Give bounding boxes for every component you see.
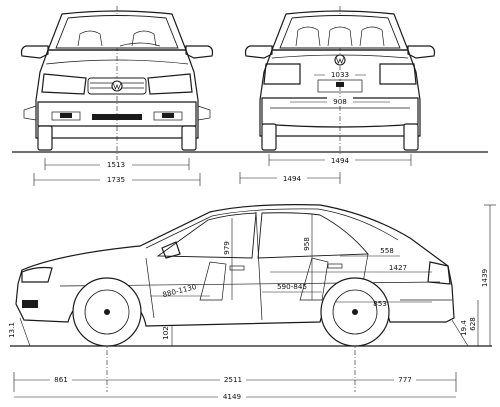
rear-rim — [332, 289, 378, 335]
dim-label-bg — [277, 174, 307, 183]
dim-label-1494-lower: 1494 — [283, 174, 302, 183]
dim-label-bg — [394, 375, 416, 384]
dim-label-bg — [220, 375, 246, 384]
rear-headrest-center — [327, 26, 353, 47]
side-headlight — [21, 266, 53, 283]
front-roof-outline — [47, 10, 187, 51]
dim-label-1735: 1735 — [107, 175, 125, 184]
left-mirror — [20, 45, 49, 59]
rear-right-mirror — [407, 45, 436, 59]
hood-crease — [45, 59, 189, 65]
rear-vw-logo — [334, 54, 346, 66]
front-door-leading-edge — [145, 257, 155, 319]
rear-hub — [352, 309, 358, 315]
rear-vw-logo-mark — [335, 56, 345, 64]
dim-label-1494-upper: 1494 — [331, 156, 350, 165]
rear-headrest-right — [359, 26, 385, 47]
fog-light-left — [51, 111, 81, 121]
rear-roof-outline — [271, 10, 409, 51]
dim-label-2511: 2511 — [224, 375, 242, 384]
dim-label-bg — [50, 375, 72, 384]
intake-left — [60, 113, 72, 118]
side-tail-light — [427, 261, 451, 285]
front-body — [35, 49, 199, 139]
windshield — [55, 15, 179, 49]
dim-label-bg — [325, 156, 355, 165]
rear-tire-right — [403, 123, 419, 151]
dim-label-bg — [325, 70, 355, 79]
dim-label-bg — [100, 160, 132, 169]
dim-label-777: 777 — [398, 375, 412, 384]
rear-window — [279, 15, 401, 49]
right-wheel-arch — [197, 105, 211, 121]
dim-label-558: 558 — [380, 246, 394, 255]
dim-label-979: 979 — [222, 241, 231, 255]
right-mirror — [185, 45, 214, 59]
side-mirror — [161, 241, 181, 259]
dim-line-13-1 — [19, 317, 31, 347]
rear-badge — [336, 82, 344, 87]
rear-body — [259, 49, 421, 137]
rear-side-window — [257, 212, 369, 259]
dim-label-bg — [327, 97, 353, 106]
front-bumper — [37, 101, 197, 127]
dim-label-958: 958 — [302, 237, 311, 251]
dim-label-908: 908 — [333, 97, 347, 106]
front-hub — [104, 309, 110, 315]
license-plate — [317, 79, 363, 93]
left-wheel-arch — [23, 105, 37, 121]
dim-label-102: 102 — [161, 326, 170, 340]
left-headlight — [41, 73, 87, 95]
dim-label-853: 853 — [373, 299, 387, 308]
right-tail-light — [379, 63, 417, 85]
intake-right — [162, 113, 174, 118]
dim-label-1513: 1513 — [107, 160, 125, 169]
dim-label-bg — [218, 392, 246, 401]
dim-label-1439: 1439 — [480, 268, 489, 287]
dim-line-19-4 — [451, 319, 469, 347]
front-tire-left — [37, 125, 53, 151]
dim-label-bg — [100, 175, 132, 184]
rear-left-mirror — [244, 45, 273, 59]
side-view: 979 958 558 1427 880-1130 590-845 853 10… — [7, 204, 496, 401]
front-side-intake — [22, 300, 38, 308]
rear-seat-side — [299, 257, 329, 301]
dim-label-1427: 1427 — [389, 263, 407, 272]
right-headlight — [147, 73, 193, 95]
dim-label-861: 861 — [54, 375, 68, 384]
dim-label-13-1: 13.1 — [7, 322, 16, 338]
front-seat-left — [77, 30, 103, 47]
fog-light-right — [153, 111, 183, 121]
front-door-handle — [229, 265, 245, 271]
front-view: 1513 1735 — [12, 6, 488, 186]
front-rim — [84, 289, 130, 335]
vw-logo — [111, 80, 123, 92]
front-side-window — [156, 212, 257, 259]
front-seat-right — [131, 30, 157, 47]
dim-label-1033: 1033 — [331, 70, 349, 79]
vw-logo-mark — [112, 82, 122, 90]
front-tire-right — [181, 125, 197, 151]
front-seat-side — [199, 261, 227, 301]
dim-label-590-845: 590-845 — [277, 282, 307, 291]
dim-label-628: 628 — [468, 317, 477, 331]
dim-label-4149: 4149 — [223, 392, 242, 401]
steering-wheel — [119, 42, 161, 47]
rear-view: 1033 908 1494 1494 — [239, 6, 436, 184]
rear-door-handle — [327, 263, 343, 269]
lower-intake — [92, 114, 142, 120]
roof-inner-line — [145, 208, 399, 249]
dim-label-19-4: 19.4 — [459, 320, 468, 336]
b-pillar — [255, 211, 263, 321]
left-tail-light — [263, 63, 301, 85]
rear-headrest-left — [295, 26, 321, 47]
rear-tire-left — [261, 123, 277, 151]
